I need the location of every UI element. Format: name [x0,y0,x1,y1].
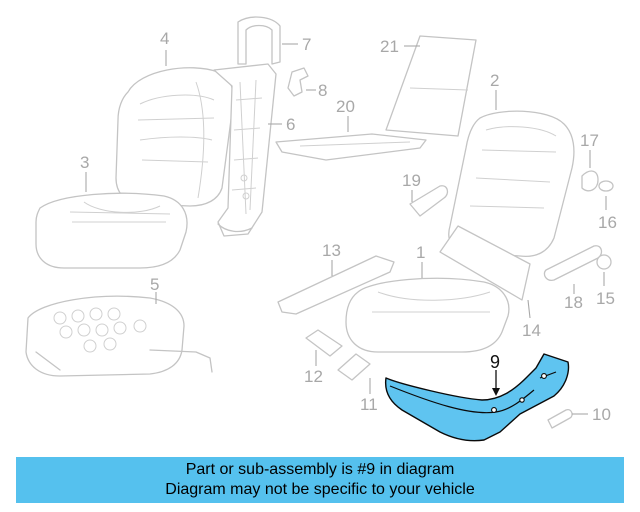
callout-4: 4 [160,29,169,48]
banner-line-2: Diagram may not be specific to your vehi… [165,481,475,498]
callout-18: 18 [564,293,583,312]
trim-panel-14 [439,225,531,301]
callout-5: 5 [150,275,159,294]
cover-19 [409,185,449,217]
callout-numbers: 4 7 8 6 20 21 2 3 17 16 19 13 1 5 18 15 … [80,29,617,424]
callout-19: 19 [402,171,421,190]
callout-3: 3 [80,153,89,172]
wire-11 [337,353,371,381]
info-banner: Part or sub-assembly is #9 in diagram Di… [16,457,624,503]
screw-16 [598,180,614,192]
callout-8: 8 [318,81,327,100]
seat-cushion-right [345,277,510,353]
callout-2: 2 [490,71,499,90]
callout-15: 15 [596,289,615,308]
cushion-pad-20 [275,133,427,161]
callout-21: 21 [380,37,399,56]
banner-line-1: Part or sub-assembly is #9 in diagram [185,461,455,478]
seat-frame-lower [25,295,213,377]
bolt-10 [547,409,573,429]
callout-6: 6 [286,115,295,134]
handle-18 [543,245,603,281]
seat-back-right [448,110,575,258]
seat-back-left [115,67,235,207]
leader-lines [85,43,607,415]
callout-10: 10 [592,405,611,424]
callout-13: 13 [322,241,341,260]
rail-13 [277,255,395,315]
seat-back-frame [213,16,281,237]
callout-11: 11 [360,395,378,414]
callout-9: 9 [490,352,500,372]
callout-14: 14 [522,321,541,340]
callout-12: 12 [304,367,323,386]
seat-cushion-left [35,192,188,269]
side-shield-part-9 [384,353,570,442]
callout-1: 1 [416,243,425,262]
back-pad-21 [385,35,477,137]
bracket-12 [305,329,343,357]
callout-17: 17 [580,131,599,150]
knob-17 [581,170,599,192]
clip-part-8 [287,67,309,97]
knob-15 [596,254,612,270]
callout-7: 7 [302,35,311,54]
callout-20: 20 [336,97,355,116]
callout-16: 16 [598,213,617,232]
